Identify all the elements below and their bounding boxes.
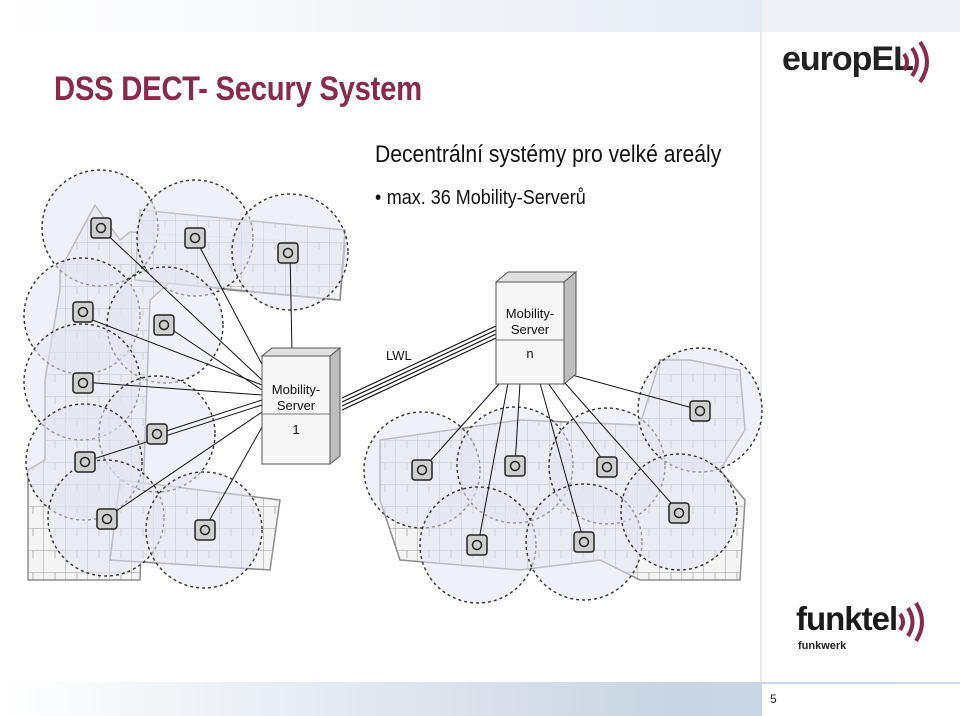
base-station-icon — [72, 301, 94, 323]
page-number: 5 — [770, 692, 777, 706]
mobility-server-1-box — [260, 346, 342, 466]
server-1-label: Mobility-Server — [271, 382, 321, 413]
mobility-server-n-box — [494, 270, 578, 386]
base-station-icon — [573, 531, 595, 553]
base-station-icons — [72, 217, 711, 556]
base-station-icon — [96, 508, 118, 530]
lwl-label: LWL — [386, 348, 412, 363]
europel-logo-text: europEL — [782, 40, 914, 78]
base-station-icon — [72, 372, 94, 394]
page-number-box — [762, 684, 960, 716]
base-station-icon — [90, 217, 112, 239]
base-station-icon — [194, 519, 216, 541]
lwl-fiber-link — [341, 325, 497, 411]
base-station-icon — [184, 227, 206, 249]
server-n-label: Mobility-Server — [505, 306, 555, 337]
europel-logo: europEL — [782, 40, 929, 84]
funktel-logo-text: funktel — [796, 600, 898, 637]
server-1-index: 1 — [292, 422, 300, 437]
base-station-icon — [153, 314, 175, 336]
base-station-icon — [277, 242, 299, 264]
base-station-icon — [668, 502, 690, 524]
vertical-divider — [760, 0, 762, 716]
top-bar — [0, 0, 762, 32]
base-station-icon — [689, 400, 711, 422]
left-connection-lines — [81, 227, 293, 531]
server-n-index: n — [526, 346, 534, 361]
base-station-icon — [411, 459, 433, 481]
bullet-text: max. 36 Mobility-Serverů — [386, 187, 586, 209]
slide-subtitle: Decentrální systémy pro velké areály — [375, 141, 722, 168]
bullet-item: •max. 36 Mobility-Serverů — [375, 187, 586, 210]
bullet-dot-icon: • — [375, 187, 382, 209]
base-station-icon — [504, 455, 526, 477]
base-station-icon — [74, 451, 96, 473]
funktel-logo: funktel funkwerk — [796, 600, 924, 652]
base-station-icon — [596, 456, 618, 478]
right-connection-lines — [421, 374, 701, 546]
europel-wave-icon — [902, 40, 929, 84]
funkwerk-logo-text: funkwerk — [798, 640, 847, 652]
base-station-icon — [466, 534, 488, 556]
base-station-icon — [146, 423, 168, 445]
top-bar-right — [762, 0, 960, 32]
slide-title: DSS DECT- Secury System — [54, 70, 422, 108]
funktel-wave-icon — [898, 602, 924, 642]
